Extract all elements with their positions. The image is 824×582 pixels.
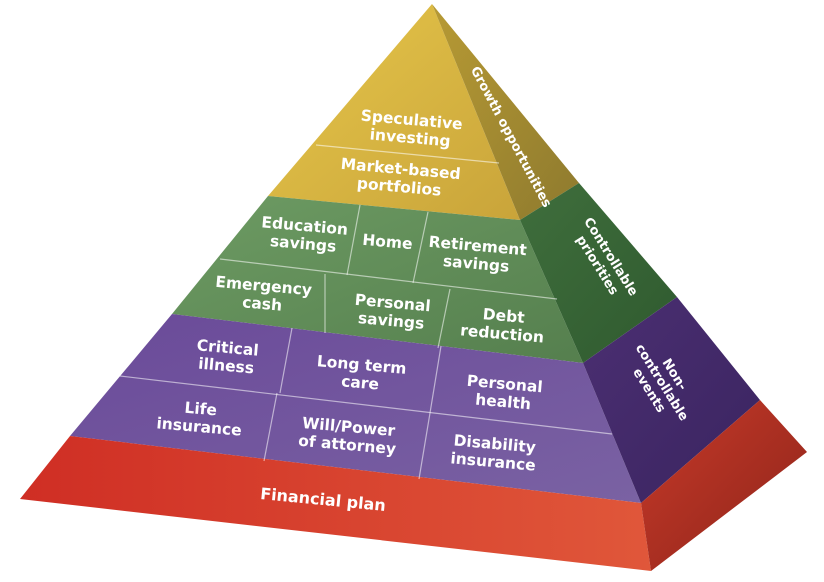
cell-home: Home	[362, 231, 414, 253]
svg-text:savings: savings	[269, 232, 337, 256]
cell-disability-insurance: Disability insurance	[450, 431, 537, 474]
growth-tier-side	[432, 4, 579, 220]
non-controllable-tier-front	[70, 314, 641, 503]
svg-text:Life: Life	[184, 399, 218, 420]
cell-long-term-care: Long term care	[316, 352, 407, 393]
svg-text:cash: cash	[241, 293, 282, 314]
controllable-tier-front	[172, 196, 583, 363]
svg-text:Critical: Critical	[196, 336, 259, 359]
cell-critical-illness: Critical illness	[196, 336, 259, 378]
cell-dividers	[119, 144, 613, 480]
growth-tier-front	[268, 4, 520, 220]
base-tier-side	[641, 400, 807, 571]
non-controllable-tier-side	[583, 297, 760, 503]
svg-text:savings: savings	[442, 252, 510, 276]
base-tier-front	[20, 436, 651, 571]
svg-text:Home: Home	[362, 231, 414, 253]
svg-text:health: health	[475, 391, 532, 414]
svg-text:care: care	[341, 372, 380, 393]
cell-personal-health: Personal health	[466, 372, 543, 414]
controllable-tier-side	[520, 183, 677, 363]
svg-text:illness: illness	[197, 355, 254, 378]
svg-text:savings: savings	[357, 309, 425, 333]
svg-text:Debt: Debt	[482, 305, 526, 327]
cell-personal-savings: Personal savings	[354, 291, 431, 333]
cell-education-savings: Education savings	[261, 213, 349, 256]
